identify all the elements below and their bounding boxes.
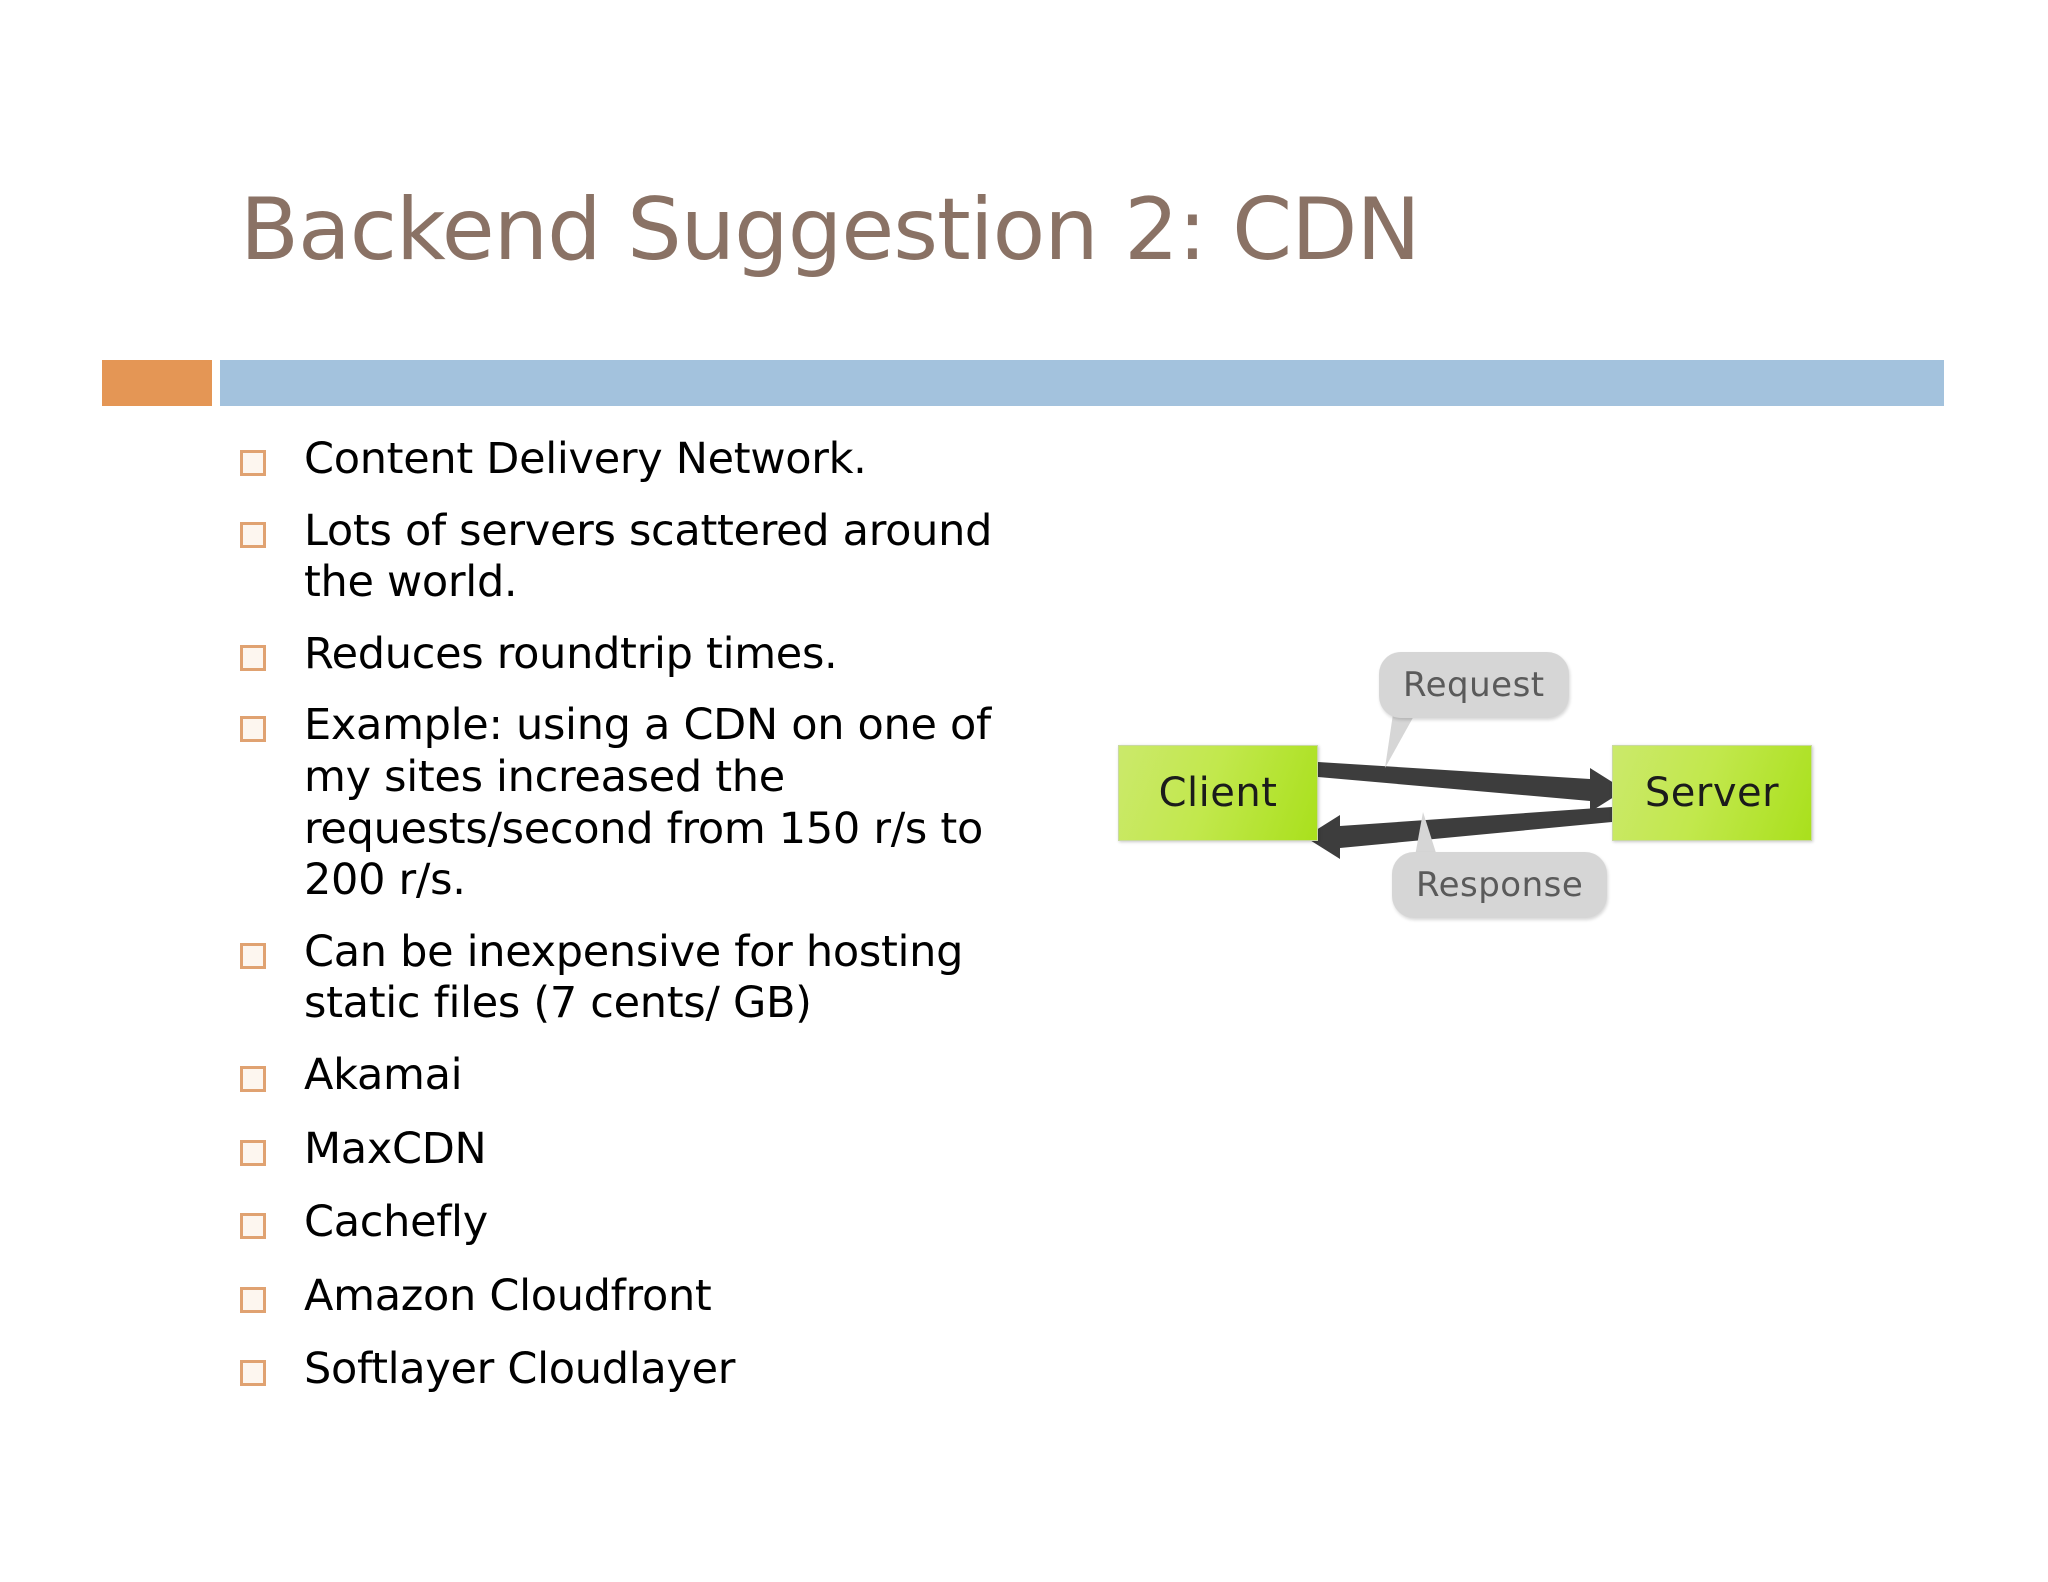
accent-bar-orange <box>102 360 212 406</box>
diagram-node-server: Server <box>1612 745 1812 841</box>
list-item-label: Amazon Cloudfront <box>304 1270 712 1321</box>
list-item: Can be inexpensive for hosting static fi… <box>240 927 1070 1030</box>
square-bullet-icon <box>240 644 266 671</box>
client-server-diagram: Client Server Request Response <box>1085 640 1845 950</box>
list-item-label: MaxCDN <box>304 1123 487 1174</box>
bubble-tail-response <box>1415 812 1437 856</box>
square-bullet-icon <box>240 1286 266 1313</box>
square-bullet-icon <box>240 1360 266 1387</box>
speech-bubble-request: Request <box>1379 652 1569 718</box>
list-item: Softlayer Cloudlayer <box>240 1344 1070 1396</box>
speech-bubble-response-label: Response <box>1416 865 1584 905</box>
diagram-node-client: Client <box>1118 745 1318 841</box>
list-item-label: Softlayer Cloudlayer <box>304 1344 736 1395</box>
square-bullet-icon <box>240 942 266 969</box>
page-title: Backend Suggestion 2: CDN <box>240 180 1421 280</box>
square-bullet-icon <box>240 1065 266 1092</box>
list-item: Amazon Cloudfront <box>240 1271 1070 1323</box>
diagram-node-server-label: Server <box>1644 770 1780 816</box>
list-item-label: Example: using a CDN on one of my sites … <box>304 700 991 906</box>
square-bullet-icon <box>240 450 266 476</box>
list-item: MaxCDN <box>240 1124 1070 1176</box>
list-item: Content Delivery Network. <box>240 434 1070 486</box>
square-bullet-icon <box>240 716 266 743</box>
list-item: Example: using a CDN on one of my sites … <box>240 700 1070 906</box>
bullet-list: Content Delivery Network. Lots of server… <box>240 434 1070 1418</box>
list-item-label: Content Delivery Network. <box>304 434 867 484</box>
bubble-tail-request <box>1385 714 1415 768</box>
arrow-server-to-client <box>1305 807 1612 859</box>
list-item-label: Reduces roundtrip times. <box>304 628 838 679</box>
arrow-client-to-server <box>1318 762 1625 812</box>
speech-bubble-request-label: Request <box>1403 665 1545 705</box>
list-item-label: Cachefly <box>304 1197 488 1248</box>
square-bullet-icon <box>240 1139 266 1166</box>
accent-bar-blue <box>220 360 1944 406</box>
list-item: Akamai <box>240 1050 1070 1102</box>
speech-bubble-response: Response <box>1392 852 1608 918</box>
list-item: Cachefly <box>240 1197 1070 1249</box>
diagram-arrows <box>1305 714 1625 859</box>
list-item: Reduces roundtrip times. <box>240 629 1070 681</box>
list-item-label: Lots of servers scattered around the wor… <box>304 505 993 608</box>
list-item-label: Can be inexpensive for hosting static fi… <box>304 926 964 1029</box>
list-item-label: Akamai <box>304 1049 463 1100</box>
square-bullet-icon <box>240 1213 266 1240</box>
diagram-node-client-label: Client <box>1158 770 1278 816</box>
square-bullet-icon <box>240 521 266 548</box>
list-item: Lots of servers scattered around the wor… <box>240 506 1070 609</box>
